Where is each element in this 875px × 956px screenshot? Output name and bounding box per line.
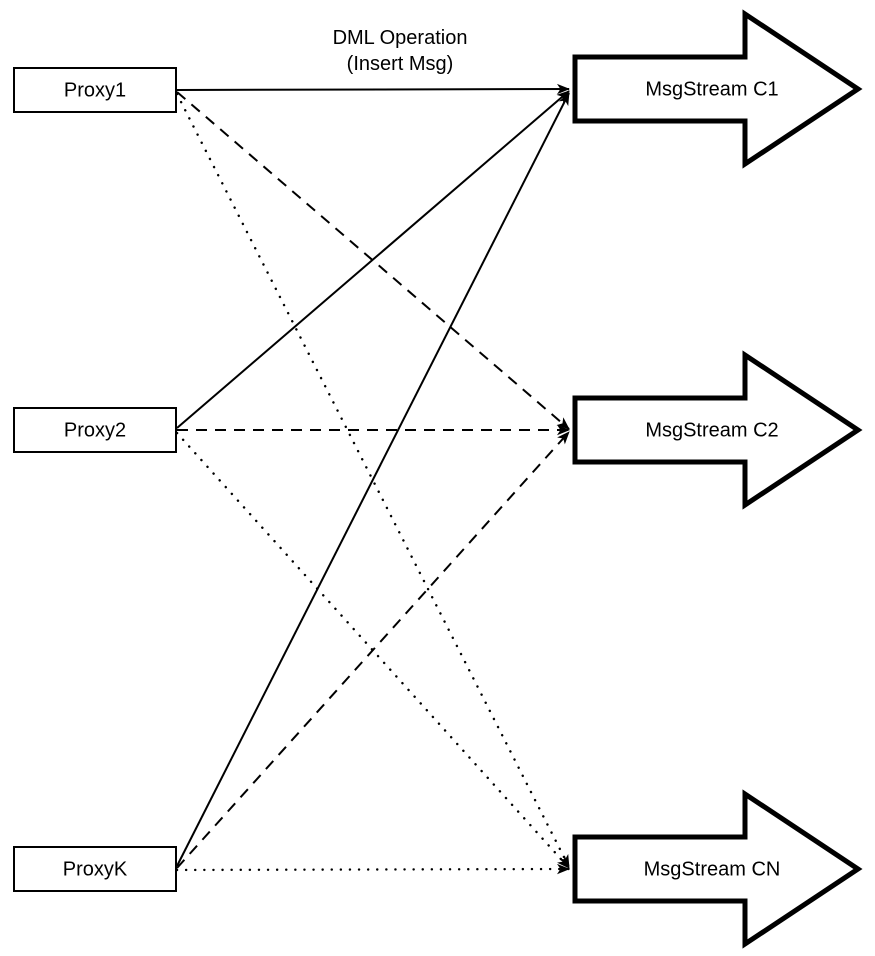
edge-annotation-dml-operation: DML Operation (Insert Msg) [333, 27, 468, 75]
proxy-box[interactable] [13, 67, 177, 113]
msgstream-node-c1[interactable]: MsgStream C1 [572, 9, 863, 169]
msgstream-label: MsgStream CN [644, 858, 781, 880]
dml-operation-line2: (Insert Msg) [347, 53, 454, 75]
connection-proxyk-to-stream-cn[interactable] [175, 863, 571, 875]
block-arrow-icon[interactable] [572, 350, 863, 510]
proxy-label: ProxyK [63, 858, 128, 880]
connection-proxy1-to-stream-cn[interactable] [175, 92, 571, 869]
block-arrow-icon[interactable] [572, 9, 863, 169]
connection-proxy1-to-stream-c2[interactable] [176, 91, 570, 430]
proxy-node-proxy1[interactable]: Proxy1 [13, 67, 177, 113]
dml-operation-line1: DML Operation [333, 27, 468, 49]
msgstream-label: MsgStream C1 [645, 78, 778, 100]
block-arrow-icon[interactable] [572, 789, 863, 949]
msgstream-node-c2[interactable]: MsgStream C2 [572, 350, 863, 510]
connection-proxyk-to-stream-c2[interactable] [176, 431, 570, 869]
proxy-node-proxyk[interactable]: ProxyK [13, 846, 177, 892]
proxy-node-proxy2[interactable]: Proxy2 [13, 407, 177, 453]
proxy-label: Proxy1 [64, 79, 126, 101]
connection-proxy1-to-stream-c1[interactable] [176, 83, 570, 95]
connection-proxyk-to-stream-c1[interactable] [176, 92, 570, 867]
proxy-box[interactable] [13, 846, 177, 892]
proxy-label: Proxy2 [64, 419, 126, 441]
msgstream-node-cn[interactable]: MsgStream CN [572, 789, 863, 949]
proxy-box[interactable] [13, 407, 177, 453]
msgstream-label: MsgStream C2 [645, 419, 778, 441]
connection-layer [175, 83, 571, 875]
connection-proxy2-to-stream-c1[interactable] [176, 90, 570, 429]
